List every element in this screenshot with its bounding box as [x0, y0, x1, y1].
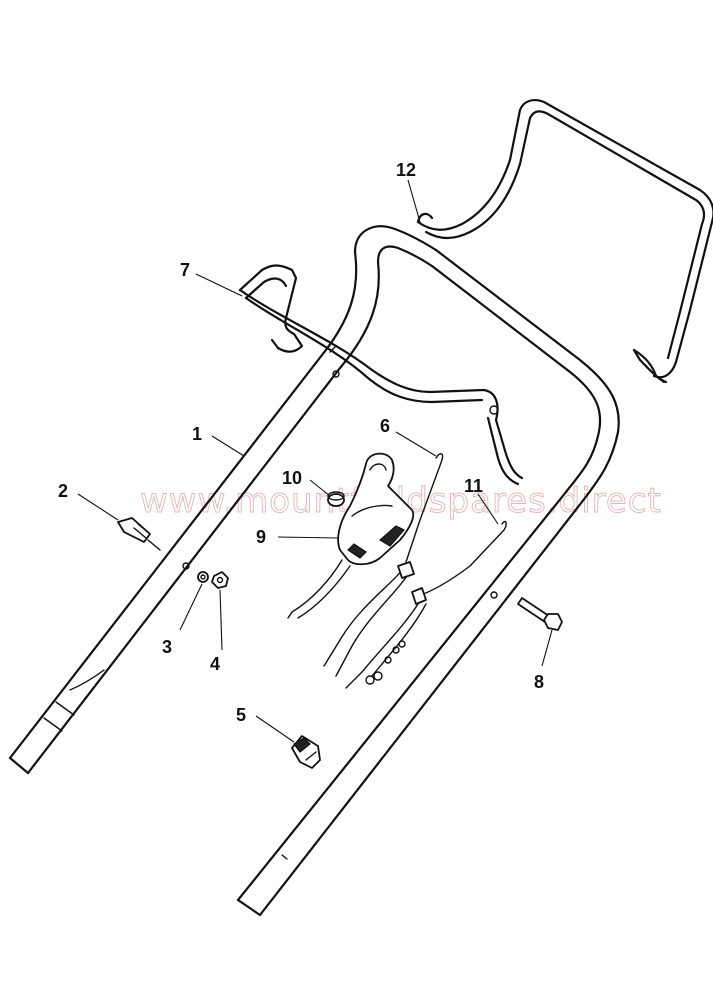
- leader-lines: [77, 179, 553, 743]
- callout-2: 2: [58, 481, 68, 501]
- main-handle-part: [8, 225, 620, 917]
- callout-9: 9: [256, 527, 266, 547]
- callout-7: 7: [180, 260, 190, 280]
- control-cables-part: [287, 453, 507, 689]
- callout-5: 5: [236, 705, 246, 725]
- callout-12: 12: [396, 160, 416, 180]
- callout-labels: 1 2 3 4 5 6 7 8 9 10 11 12: [58, 160, 544, 725]
- callout-4: 4: [210, 654, 220, 674]
- bolt-part: [517, 597, 563, 631]
- callout-11: 11: [464, 476, 483, 496]
- callout-8: 8: [534, 672, 544, 692]
- drive-bail-bar-part: [238, 264, 524, 486]
- cable-clip-part: [291, 735, 321, 769]
- callout-1: 1: [192, 424, 202, 444]
- callout-6: 6: [380, 416, 390, 436]
- callout-10: 10: [282, 468, 302, 488]
- washer-nut-parts: [197, 571, 229, 589]
- upper-bail-bar-part: [416, 99, 713, 384]
- spacer-bush-part: [327, 491, 345, 507]
- callout-3: 3: [162, 637, 172, 657]
- screw-pin-part: [117, 517, 161, 551]
- control-lever-part: [337, 452, 415, 566]
